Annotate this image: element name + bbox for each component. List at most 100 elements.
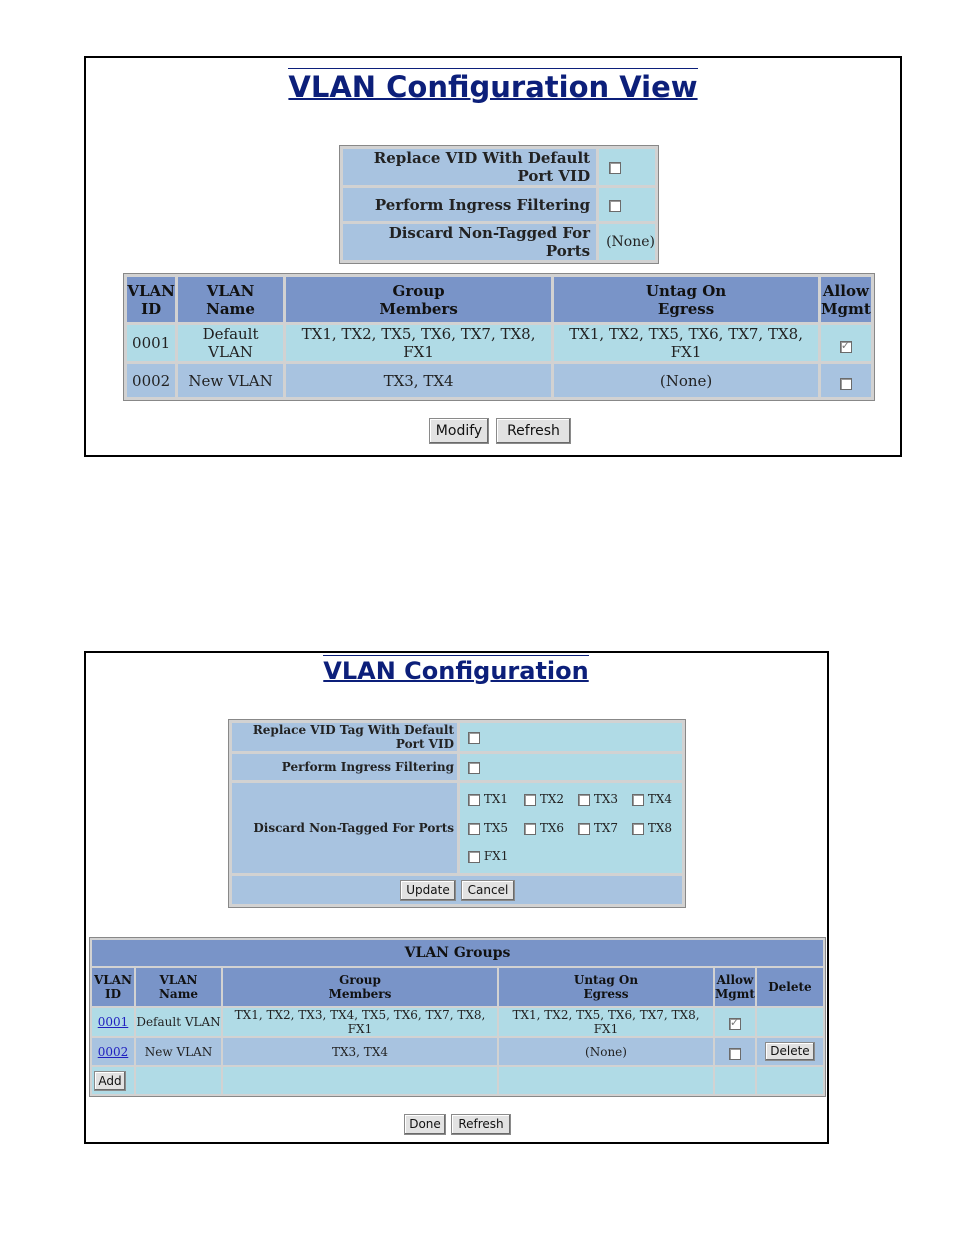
allow-mgmt-checkbox [728,1016,741,1030]
vlan-id-link-0002[interactable]: 0002 [97,1044,129,1059]
group-members-cell: TX1, TX2, TX3, TX4, TX5, TX6, TX7, TX8, … [223,1008,497,1036]
discard-untagged-label: Discard Non-Tagged For Ports [232,783,457,873]
table-row: 0001 Default VLAN TX1, TX2, TX5, TX6, TX… [127,325,871,361]
ingress-filter-label: Perform Ingress Filtering [232,754,457,780]
allow-mgmt-cell [715,1008,755,1036]
group-members-cell: TX1, TX2, TX5, TX6, TX7, TX8, FX1 [285,325,552,361]
port-option-tx1[interactable]: TX1 [468,792,508,806]
view-options-table: Replace VID With Default Port VID Perfor… [339,145,659,264]
table-row: 0001 Default VLAN TX1, TX2, TX3, TX4, TX… [92,1008,823,1036]
port-option-tx4[interactable]: TX4 [632,792,672,806]
modify-button[interactable]: Modify [429,418,489,444]
port-option-tx6[interactable]: TX6 [524,821,564,835]
view-title: VLAN Configuration View [288,68,698,104]
vlan-id-cell: 0002 [92,1038,134,1065]
port-checkbox[interactable] [578,793,590,806]
delete-button[interactable]: Delete [764,1042,815,1061]
port-checkbox[interactable] [524,793,536,806]
port-checkbox[interactable] [468,850,480,863]
replace-vid-label: Replace VID With Default Port VID [343,149,597,185]
port-option-tx2[interactable]: TX2 [524,792,564,806]
port-option-tx5[interactable]: TX5 [468,821,508,835]
empty-cell [136,1067,221,1094]
delete-cell: Delete [756,1038,823,1065]
allow-mgmt-cell [715,1038,755,1065]
untag-egress-cell: TX1, TX2, TX5, TX6, TX7, TX8, FX1 [499,1008,713,1036]
col-delete: Delete [756,968,823,1006]
delete-cell [756,1008,823,1036]
ingress-filter-cell [460,754,682,780]
replace-vid-tag-cell [460,723,682,751]
group-members-cell: TX3, TX4 [223,1038,497,1065]
vlan-name-cell: Default VLAN [136,1008,221,1036]
replace-vid-tag-label: Replace VID Tag With Default Port VID [232,723,457,751]
port-checkbox[interactable] [468,822,480,835]
port-option-tx3[interactable]: TX3 [578,792,618,806]
empty-cell [499,1067,713,1094]
allow-mgmt-checkbox[interactable] [728,1047,741,1060]
replace-vid-tag-checkbox[interactable] [468,731,480,744]
untag-egress-cell: (None) [554,364,818,397]
done-button[interactable]: Done [404,1114,446,1135]
port-option-tx8[interactable]: TX8 [632,821,672,835]
vlan-name-cell: New VLAN [178,364,283,397]
port-checkbox[interactable] [578,822,590,835]
allow-mgmt-cell [820,364,871,397]
port-option-tx7[interactable]: TX7 [578,821,618,835]
cancel-button[interactable]: Cancel [461,880,515,901]
config-options-table: Replace VID Tag With Default Port VID Pe… [228,719,686,908]
ingress-filter-checkbox[interactable] [468,761,480,774]
table-row: 0002 New VLAN TX3, TX4 (None) [127,364,871,397]
empty-cell [223,1067,497,1094]
allow-mgmt-checkbox [839,339,852,353]
vlan-id-cell: 0001 [92,1008,134,1036]
ingress-filter-label: Perform Ingress Filtering [343,188,597,221]
add-cell: Add [92,1067,134,1094]
config-title: VLAN Configuration [323,655,589,685]
add-row: Add [92,1067,823,1094]
port-checkbox[interactable] [632,822,644,835]
untag-egress-cell: TX1, TX2, TX5, TX6, TX7, TX8, FX1 [554,325,818,361]
add-button[interactable]: Add [94,1070,126,1091]
vlan-view-panel: VLAN Configuration View Replace VID With… [84,56,902,457]
ingress-filter-checkbox[interactable] [609,199,622,212]
group-members-cell: TX3, TX4 [285,364,552,397]
replace-vid-cell [599,149,655,185]
vlan-name-cell: New VLAN [136,1038,221,1065]
empty-cell [756,1067,823,1094]
port-checkbox-grid: TX1 TX2 TX3 TX4 TX5 TX6 TX7 TX8 FX1 [460,783,682,873]
allow-mgmt-cell [820,325,871,361]
refresh-button[interactable]: Refresh [496,418,571,444]
refresh-button[interactable]: Refresh [451,1114,511,1135]
untag-egress-cell: (None) [499,1038,713,1065]
ingress-filter-cell [599,188,655,221]
replace-vid-checkbox[interactable] [609,162,622,174]
vlan-config-panel: VLAN Configuration Replace VID Tag With … [84,651,829,1144]
vlan-groups-title: VLAN Groups [92,940,823,966]
discard-untagged-label: Discard Non-Tagged For Ports [343,224,597,260]
allow-mgmt-checkbox [839,378,852,390]
port-checkbox[interactable] [632,793,644,806]
vlan-name-cell: Default VLAN [178,325,283,361]
port-option-fx1[interactable]: FX1 [468,849,508,863]
port-checkbox[interactable] [524,822,536,835]
vlan-id-link-0001[interactable]: 0001 [97,1015,129,1029]
port-checkbox[interactable] [468,793,480,806]
vlan-id-cell: 0001 [127,325,176,361]
form-button-row [232,876,682,904]
empty-cell [715,1067,755,1094]
update-button[interactable]: Update [400,880,456,901]
discard-untagged-value: (None) [599,224,655,260]
